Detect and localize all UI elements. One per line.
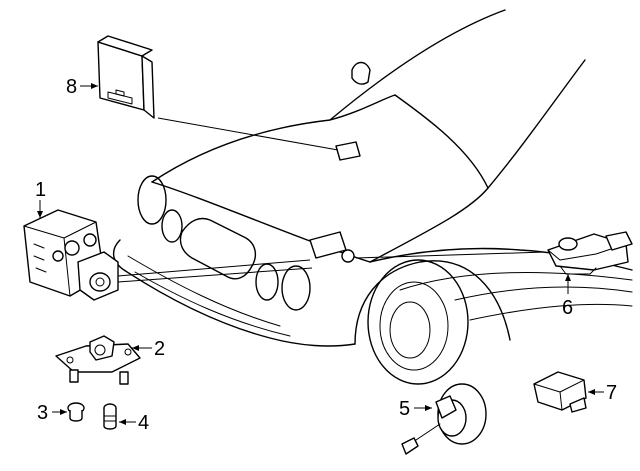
leader-line-8 (157, 117, 339, 151)
steering-sensor-part (401, 383, 487, 455)
sensor-module-part (533, 371, 587, 413)
callout-label-6: 6 (562, 297, 573, 319)
callout-label-2: 2 (154, 338, 165, 360)
leader-line-1 (117, 259, 311, 277)
callout-label-3: 3 (37, 402, 48, 424)
grommet-part (67, 402, 85, 422)
callout-label-5: 5 (399, 398, 410, 420)
leader-line-6 (355, 251, 547, 259)
callout-label-8: 8 (66, 76, 77, 98)
mounting-bracket-part (55, 335, 141, 385)
callout-label-1: 1 (35, 179, 46, 201)
bolt-part (103, 403, 117, 430)
callout-label-4: 4 (138, 412, 149, 434)
callout-label-7: 7 (606, 382, 617, 404)
leader-line-1b (117, 267, 313, 283)
control-module-part (97, 35, 155, 119)
abs-modulator-part (23, 209, 119, 301)
vehicle-front-outline (113, 9, 633, 385)
yaw-rate-sensor-part (547, 231, 633, 275)
